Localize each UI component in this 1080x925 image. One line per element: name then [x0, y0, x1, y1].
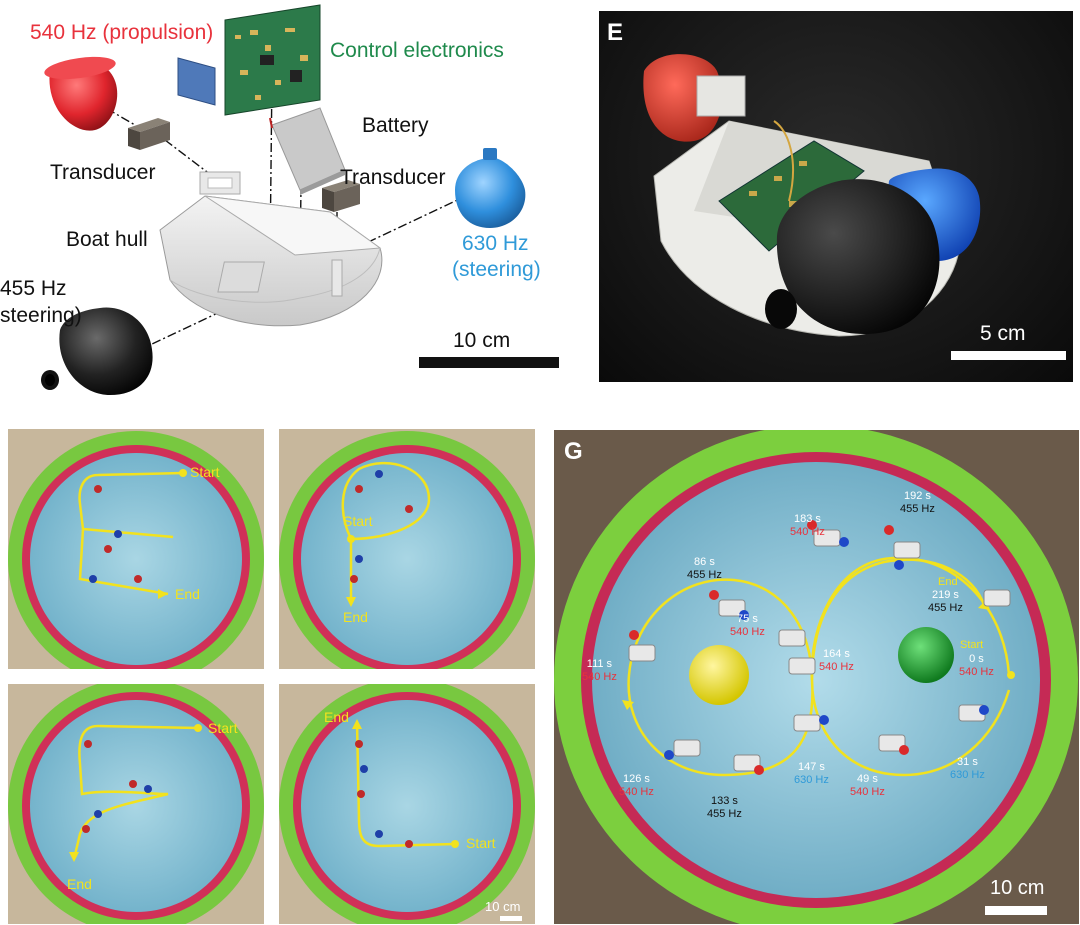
g-anno-12: 219 s 455 Hz — [928, 589, 963, 614]
g-anno-9: 164 s 540 Hz — [819, 648, 854, 673]
scale-bar-d — [419, 357, 559, 368]
exploded-boat-diagram — [41, 4, 559, 395]
scale-bar-f-label: 10 cm — [485, 899, 521, 914]
label-455hz-steering: steering) — [0, 304, 82, 327]
panel-e-drawing — [643, 54, 1066, 360]
yellow-ball — [689, 645, 749, 705]
scale-bar-d-label: 10 cm — [453, 329, 511, 352]
g-anno-12-freq: 455 Hz — [928, 601, 963, 614]
panel-f4-photo: End Start 10 cm — [279, 684, 535, 924]
panel-e-letter: E — [607, 19, 624, 46]
g-anno-6-freq: 540 Hz — [619, 785, 654, 798]
pool-f2 — [279, 431, 535, 669]
scale-bar-g-label: 10 cm — [990, 877, 1045, 899]
g-anno-5-time: 111 s — [586, 658, 613, 670]
control-electronics-icon — [177, 4, 321, 116]
battery-icon — [269, 107, 346, 195]
g-anno-2-freq: 540 Hz — [850, 785, 885, 798]
g-anno-4-time: 86 s — [694, 556, 715, 568]
g-anno-7-freq: 455 Hz — [707, 807, 742, 820]
g-anno-4: 86 s 455 Hz — [687, 556, 722, 581]
g-anno-3-freq: 540 Hz — [730, 625, 765, 638]
f4-end: End — [324, 709, 349, 725]
label-455hz: 455 Hz — [0, 277, 67, 300]
pool-f3 — [8, 684, 264, 924]
g-anno-1-freq: 630 Hz — [950, 768, 985, 781]
blue-horn-icon — [455, 148, 526, 228]
g-anno-7: 133 s 455 Hz — [707, 795, 742, 820]
boat-hull-icon — [159, 171, 383, 327]
f4-start: Start — [466, 835, 496, 851]
panel-f2-photo: Start End — [279, 429, 535, 669]
g-anno-6: 126 s 540 Hz — [619, 773, 654, 798]
black-horn-icon — [41, 307, 153, 395]
g-anno-0-time: 0 s — [969, 653, 984, 665]
f2-start: Start — [343, 513, 373, 529]
scale-bar-f — [500, 916, 522, 921]
g-anno-9-freq: 540 Hz — [819, 660, 854, 673]
g-anno-10: 183 s 540 Hz — [790, 513, 825, 538]
g-anno-1: 31 s 630 Hz — [950, 756, 985, 781]
g-anno-8-freq: 630 Hz — [794, 773, 829, 786]
transducer-left-icon — [128, 118, 170, 150]
g-anno-1-time: 31 s — [957, 756, 978, 768]
g-start: Start — [960, 639, 983, 652]
transducer-right-icon — [322, 180, 360, 212]
scale-bar-e — [951, 351, 1066, 360]
g-anno-4-freq: 455 Hz — [687, 568, 722, 581]
g-anno-7-time: 133 s — [710, 795, 738, 807]
label-battery: Battery — [362, 114, 429, 137]
g-anno-0: 0 s 540 Hz — [959, 653, 994, 678]
g-anno-8-time: 147 s — [797, 761, 825, 773]
g-anno-12-time: 219 s — [931, 589, 959, 601]
label-control-electronics: Control electronics — [330, 39, 504, 62]
scale-bar-g — [985, 906, 1047, 915]
scale-bar-e-label: 5 cm — [980, 322, 1026, 345]
g-anno-9-time: 164 s — [822, 648, 850, 660]
label-540hz: 540 Hz (propulsion) — [30, 21, 214, 44]
g-anno-10-freq: 540 Hz — [790, 525, 825, 538]
pool-f1 — [8, 431, 264, 669]
label-630hz-steering: (steering) — [452, 258, 541, 281]
g-anno-3-time: 75 s — [737, 613, 758, 625]
label-boat-hull: Boat hull — [66, 228, 148, 251]
g-anno-2-time: 49 s — [857, 773, 878, 785]
f3-end: End — [67, 876, 92, 892]
f2-end: End — [343, 609, 368, 625]
panel-g-letter: G — [564, 438, 583, 465]
g-end-text: End — [938, 576, 958, 588]
g-anno-11-time: 192 s — [903, 490, 931, 502]
label-transducer-right: Transducer — [340, 166, 446, 189]
f1-end: End — [175, 586, 200, 602]
panel-f3-photo: Start End — [8, 684, 264, 924]
g-anno-3: 75 s 540 Hz — [730, 613, 765, 638]
f1-start: Start — [190, 464, 220, 480]
g-anno-8: 147 s 630 Hz — [794, 761, 829, 786]
red-horn-icon — [44, 56, 118, 131]
g-end: End — [938, 576, 958, 589]
panel-d: 540 Hz (propulsion) Control electronics … — [0, 0, 590, 400]
g-anno-0-freq: 540 Hz — [959, 665, 994, 678]
panel-f1-photo: Start End — [8, 429, 264, 669]
pool-f4 — [279, 684, 535, 924]
g-anno-6-time: 126 s — [622, 773, 650, 785]
pool-g — [554, 430, 1078, 924]
g-anno-2: 49 s 540 Hz — [850, 773, 885, 798]
g-anno-5-freq: 540 Hz — [582, 670, 617, 683]
green-ball — [898, 627, 954, 683]
g-anno-11: 192 s 455 Hz — [900, 490, 935, 515]
panel-e-photo: E 5 cm — [599, 11, 1073, 382]
label-630hz: 630 Hz — [462, 232, 529, 255]
g-anno-11-freq: 455 Hz — [900, 502, 935, 515]
g-anno-5: 111 s 540 Hz — [582, 658, 617, 683]
g-anno-10-time: 183 s — [793, 513, 821, 525]
label-transducer-left: Transducer — [50, 161, 156, 184]
f3-start: Start — [208, 720, 238, 736]
g-start-text: Start — [960, 639, 984, 651]
panel-g-photo: G Start End 0 s 540 Hz 31 s 630 Hz 49 s … — [554, 430, 1079, 924]
